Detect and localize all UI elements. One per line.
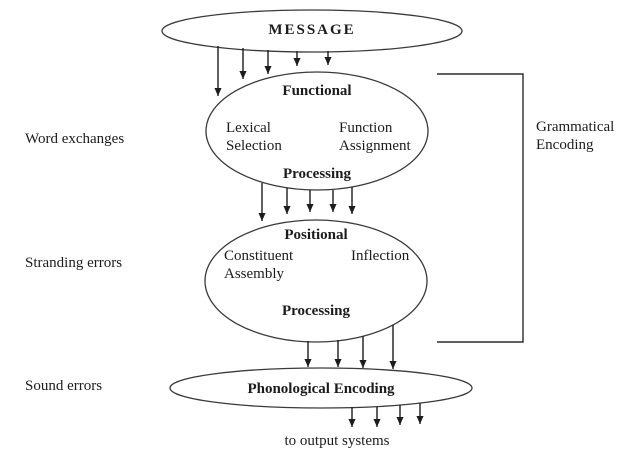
positional-node-title: Positional	[284, 227, 348, 243]
function-assignment-label: Function Assignment	[339, 120, 411, 154]
grammatical-encoding-bracket	[437, 73, 524, 343]
word-exchanges-label: Word exchanges	[25, 131, 125, 147]
functional-node-subtitle: Processing	[282, 166, 352, 182]
message-ellipse	[161, 9, 463, 53]
message-to-functional-arrows	[214, 46, 332, 96]
phonological-encoding-label: Phonological Encoding	[247, 381, 395, 397]
stranding-errors-label: Stranding errors	[25, 255, 123, 271]
positional-to-phonological-arrows	[304, 325, 397, 369]
inflection-label: Inflection	[351, 248, 410, 264]
lexical-selection-label: Lexical Selection	[226, 120, 282, 154]
positional-processing-ellipse	[204, 219, 428, 343]
phonological-to-output-arrows	[348, 403, 424, 427]
sound-errors-label: Sound errors	[25, 378, 103, 394]
positional-node-subtitle: Processing	[281, 303, 351, 319]
constituent-assembly-label: Constituent Assembly	[224, 248, 297, 282]
functional-processing-ellipse	[205, 71, 429, 191]
phonological-encoding-ellipse	[169, 367, 473, 409]
grammatical-encoding-label: Grammatical Encoding	[536, 119, 619, 153]
functional-node-title: Functional	[282, 83, 352, 99]
functional-to-positional-arrows	[258, 183, 356, 221]
output-systems-label: to output systems	[284, 433, 390, 449]
message-node-label: MESSAGE	[268, 22, 356, 38]
